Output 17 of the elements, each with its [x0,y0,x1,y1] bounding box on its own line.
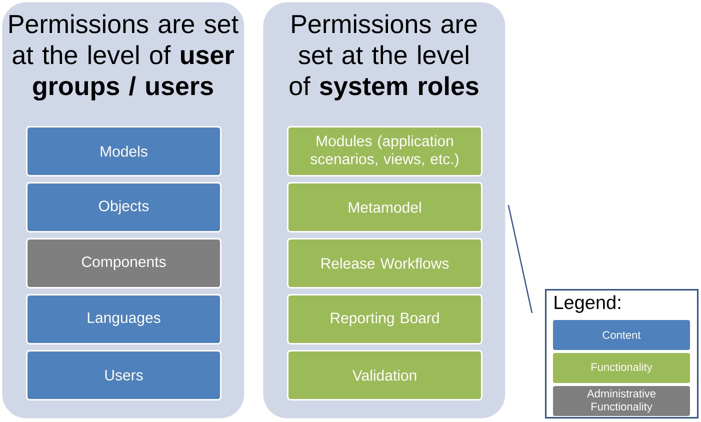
legend-entry: Functionality [553,353,690,383]
category-box: Metamodel [287,182,482,232]
legend-entry: Content [553,320,690,350]
category-box: Reporting Board [287,294,482,344]
panel-heading: Permissions are set at the level of user groups / users [10,14,238,101]
category-box: Languages [26,294,222,344]
category-box: Validation [287,350,482,400]
legend-entry: Administrative Functionality [553,386,690,416]
category-box: Modules (application scenarios, views, etc.) [287,126,482,176]
category-box: Models [26,126,222,176]
category-box: Components [26,238,222,288]
legend-title: Legend: [554,295,620,313]
leader-line [508,204,533,314]
category-box: Users [26,350,222,400]
panel-heading: Permissions are set at the level of system roles [290,14,478,100]
category-box: Objects [26,182,222,232]
category-box: Release Workflows [287,238,482,288]
